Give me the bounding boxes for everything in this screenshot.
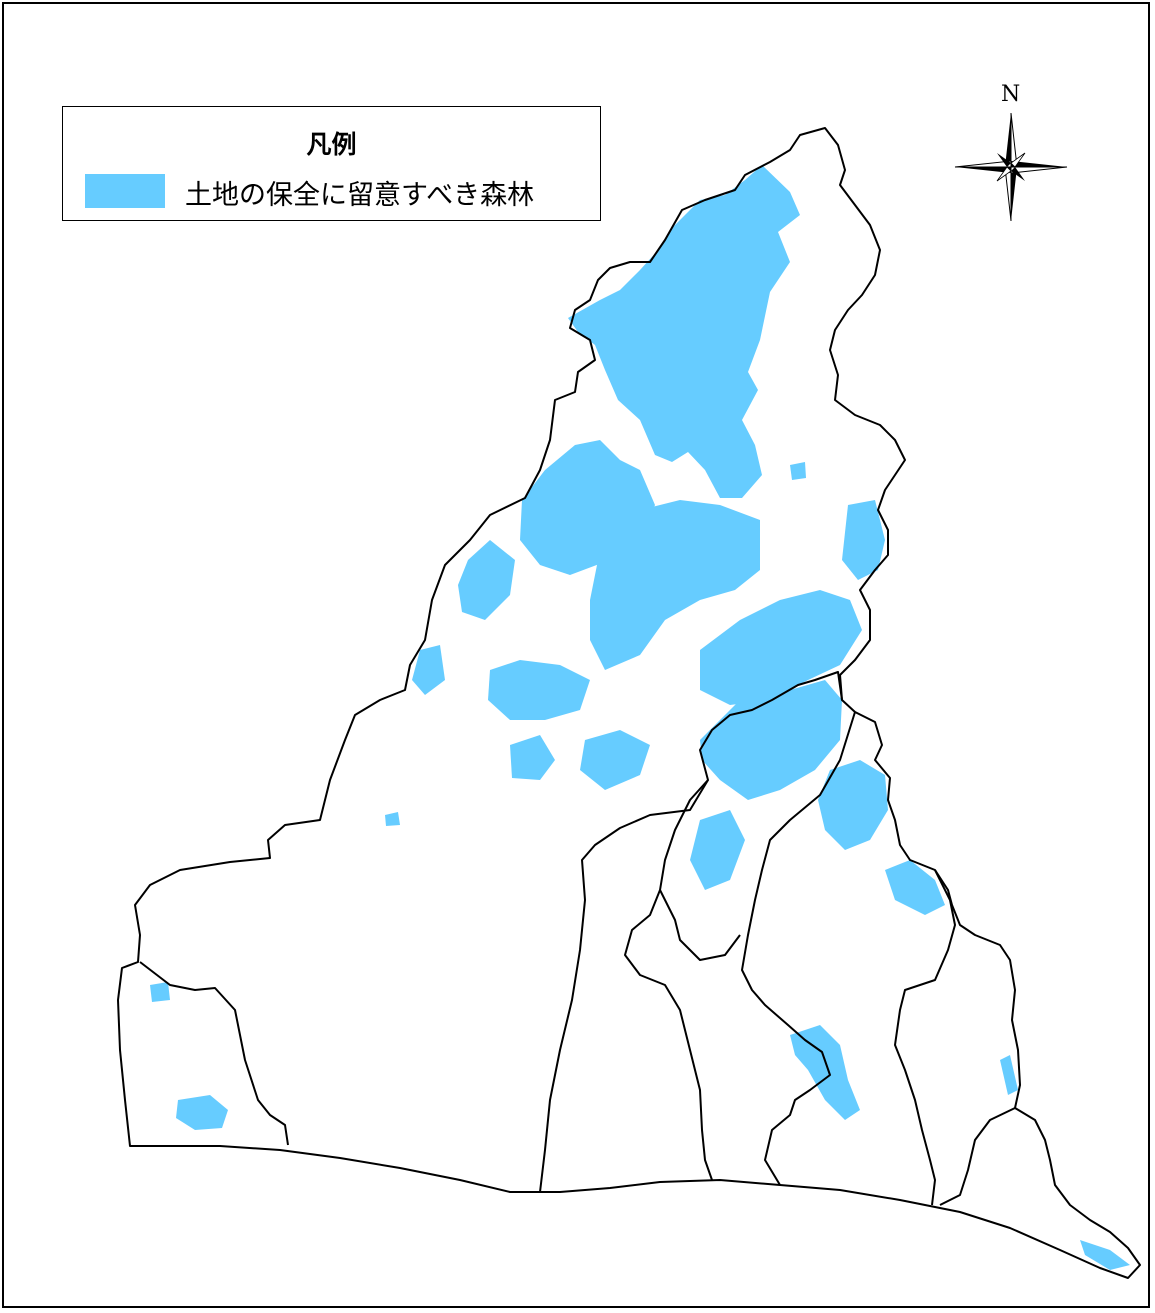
forest-area-sw-2 <box>150 982 170 1002</box>
legend-title: 凡例 <box>306 130 357 159</box>
forest-area-north <box>568 165 800 498</box>
forest-area-east-upper <box>842 500 885 580</box>
inner-boundary-west <box>139 961 289 1146</box>
forest-area-southeast-1 <box>818 760 888 850</box>
legend-swatch <box>85 174 165 208</box>
inner-boundary-east-2 <box>894 869 956 1206</box>
boundary-layer <box>117 127 1141 1279</box>
inner-boundary-central <box>539 671 843 1193</box>
forest-area-south-valley <box>790 1025 860 1120</box>
forest-area-center <box>590 500 760 670</box>
forest-area-east-strip <box>1000 1055 1018 1095</box>
forest-area-center-south <box>580 730 650 790</box>
forest-area-island-1 <box>790 462 806 480</box>
north-letter: N <box>1001 82 1021 107</box>
legend-item-label: 土地の保全に留意すべき森林 <box>185 180 535 211</box>
forest-area-west-edge <box>412 645 445 695</box>
map-legend: 凡例 土地の保全に留意すべき森林 <box>62 106 601 221</box>
forest-area-coast-east <box>1080 1240 1130 1270</box>
forest-area-east-valley <box>700 680 842 800</box>
forest-area-sw-1 <box>176 1095 228 1130</box>
forest-area-west-slope <box>458 540 515 620</box>
forest-area-layer <box>150 165 1130 1270</box>
inner-boundary-inner-valley <box>659 889 741 961</box>
forest-area-center-west <box>488 660 590 720</box>
forest-area-west-low <box>510 735 555 780</box>
inner-boundary-middle <box>624 779 713 1181</box>
forest-area-southeast-2 <box>690 810 745 890</box>
region-outer-boundary <box>117 127 1141 1279</box>
compass-rose-icon <box>954 112 1068 222</box>
inner-boundary-east-1 <box>741 711 856 1186</box>
inner-boundary-east-3 <box>939 1107 1016 1206</box>
forest-area-southeast-3 <box>885 860 945 915</box>
forest-area-island-2 <box>385 812 400 826</box>
forest-area-east-ridge <box>700 590 862 705</box>
